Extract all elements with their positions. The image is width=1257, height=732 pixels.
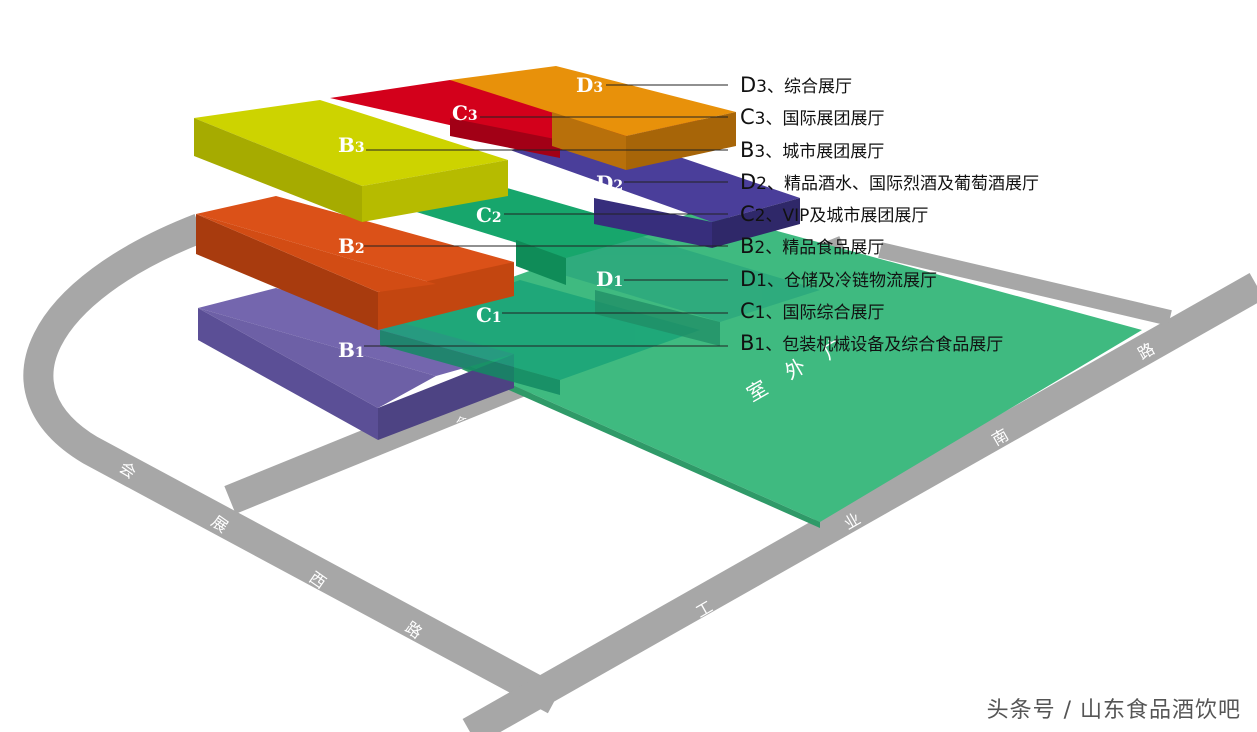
hall-d3-block	[450, 66, 736, 170]
legend: D3、综合展厅 C3、国际展团展厅 B3、城市展团展厅 D2、精品酒水、国际烈酒…	[740, 73, 1039, 355]
legend-item-b3: B3、城市展团展厅	[740, 138, 884, 162]
legend-item-c1: C1、国际综合展厅	[740, 299, 885, 323]
hall-label-d1: D1	[596, 267, 623, 291]
hall-d1-block	[520, 230, 820, 346]
hall-label-c1: C1	[476, 303, 502, 327]
road-inner-char-1: 会	[454, 413, 470, 430]
legend-item-b1: B1、包装机械设备及综合食品展厅	[740, 331, 1003, 355]
hall-label-b1: B1	[338, 338, 365, 362]
hall-b2-block	[196, 196, 514, 330]
legend-item-c3: C3、国际展团展厅	[740, 105, 885, 129]
legend-item-c2: C2、VIP及城市展团展厅	[740, 202, 928, 226]
hall-label-c3: C3	[452, 101, 478, 125]
hall-labels: D3 C3 B3 D2 C2 B2 D1 C1 B1	[338, 73, 623, 362]
legend-item-d2: D2、精品酒水、国际烈酒及葡萄酒展厅	[740, 170, 1039, 194]
hall-label-d2: D2	[596, 171, 623, 195]
legend-item-b2: B2、精品食品展厅	[740, 234, 884, 258]
hall-b3-block	[194, 100, 508, 222]
road-south	[462, 272, 1257, 732]
outdoor-plaza-area	[378, 210, 1142, 522]
hall-label-d3: D3	[576, 73, 603, 97]
hall-c2-block	[410, 186, 660, 285]
hall-label-b2: B2	[338, 234, 365, 258]
road-west-loop	[23, 214, 563, 714]
hall-label-b3: B3	[338, 133, 365, 157]
road-north	[878, 242, 1172, 326]
legend-item-d3: D3、综合展厅	[740, 73, 852, 97]
leader-lines	[364, 84, 728, 347]
hall-label-c2: C2	[476, 203, 502, 227]
watermark-text: 头条号 / 山东食品酒饮吧	[986, 698, 1241, 723]
legend-item-d1: D1、仓储及冷链物流展厅	[740, 267, 937, 291]
